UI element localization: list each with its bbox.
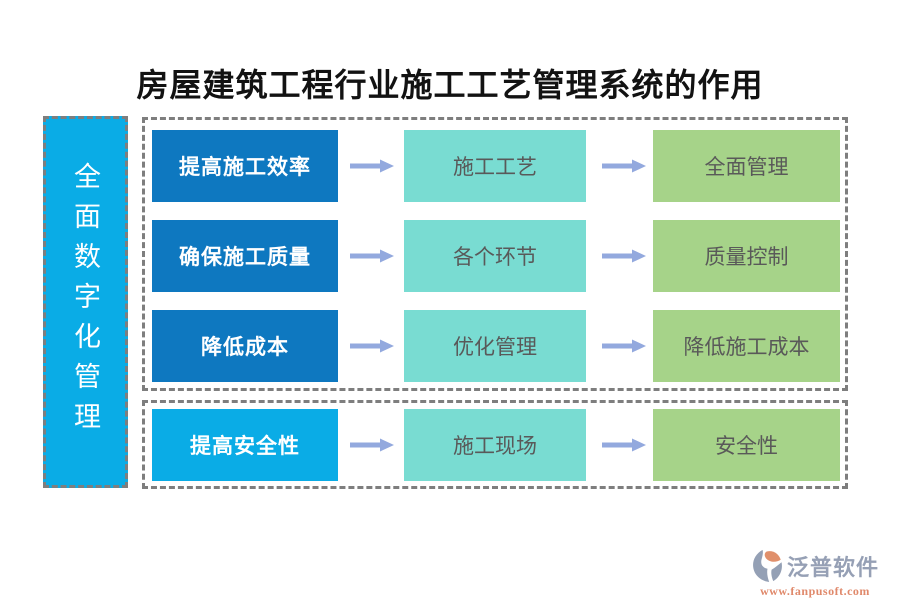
arrow-right-icon (602, 249, 646, 263)
brand-url: www.fanpusoft.com (760, 584, 870, 598)
fanpu-logo: 泛普软件 www.fanpusoft.com (742, 547, 888, 599)
arrow-right-icon (350, 249, 394, 263)
result-box-safety: 安全性 (653, 409, 840, 481)
page-title: 房屋建筑工程行业施工工艺管理系统的作用 (136, 67, 764, 103)
arrow-right-icon (602, 438, 646, 452)
result-box-quality-control: 质量控制 (653, 220, 840, 292)
sidebar-banner: 全面数字化管理 (43, 116, 128, 488)
flow-group-safety (142, 400, 848, 489)
fanpu-logo-icon (753, 549, 782, 582)
arrow-right-icon (602, 339, 646, 353)
source-box-safety: 提高安全性 (152, 409, 338, 481)
arrow-right-icon (350, 339, 394, 353)
result-box-management: 全面管理 (653, 130, 840, 202)
result-box-lower-cost: 降低施工成本 (653, 310, 840, 382)
process-box-site: 施工现场 (404, 409, 586, 481)
sidebar-banner-label: 全面数字化管理 (70, 162, 100, 442)
source-box-quality: 确保施工质量 (152, 220, 338, 292)
flow-group-main (142, 117, 848, 391)
source-box-cost: 降低成本 (152, 310, 338, 382)
arrow-right-icon (350, 159, 394, 173)
source-box-efficiency: 提高施工效率 (152, 130, 338, 202)
process-box-optimize: 优化管理 (404, 310, 586, 382)
process-box-technique: 施工工艺 (404, 130, 586, 202)
process-box-stages: 各个环节 (404, 220, 586, 292)
arrow-right-icon (602, 159, 646, 173)
arrow-right-icon (350, 438, 394, 452)
brand-name: 泛普软件 (786, 554, 879, 580)
